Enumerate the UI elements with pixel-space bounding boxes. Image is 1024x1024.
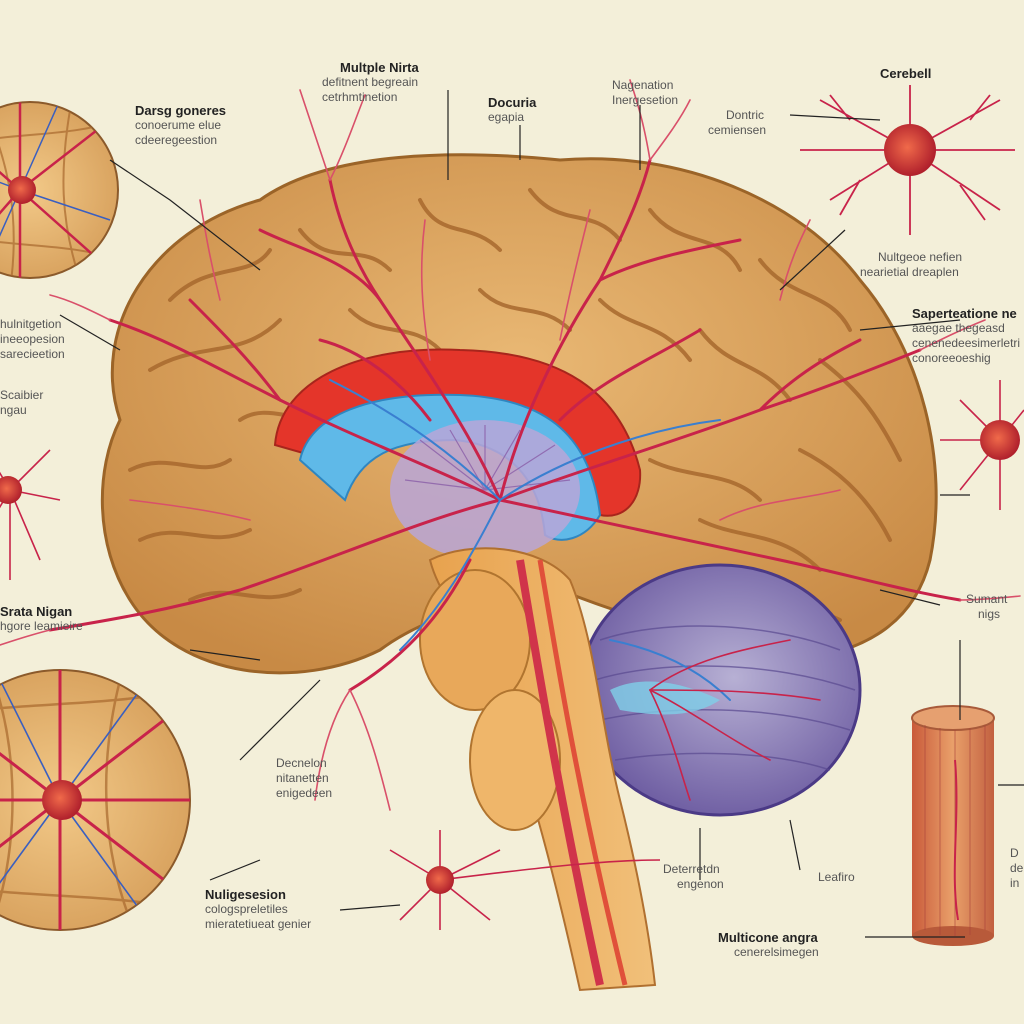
label-drug-generes: Darsg goneres conoerume elue cdeeregeest… [135,103,226,148]
label-multicone: Multicone angra cenerelsimegen [718,930,819,960]
neuron-icon [426,866,454,894]
label-sub: ineeopesion [0,332,65,346]
label-title: Dontric [726,108,765,122]
neuron-icon [980,420,1020,460]
neuron-icon [8,176,36,204]
label-multiple-nerve: Multple Nirta defitnent begreain cetrhmt… [322,60,419,105]
label-sub: D [1010,846,1019,860]
label-title: Saperteatione ne [912,306,1017,321]
neuron-left [0,449,61,580]
label-sub: defitnent begreain [322,75,419,89]
label-left-small: Scaibier ngau [0,388,43,418]
label-sub: cdeeregeestion [135,133,218,147]
label-sub: in [1010,876,1020,890]
label-sub: hgore leamieire [0,619,83,633]
label-title: Docuria [488,95,537,110]
label-sub: cenenedeesimerletri [912,336,1021,350]
magnified-cortex-top-left [0,101,119,279]
label-sub: conoerume elue [135,118,222,132]
label-sub: de [1010,861,1024,875]
label-superstitions: Saperteatione ne aaegae thegeasd cenened… [912,306,1020,366]
label-cerebellum: Cerebell [880,66,931,81]
label-sub: engenon [677,877,724,891]
label-depression: Decnelon nitanetten enigedeen [276,756,332,801]
label-sub: sarecieetion [0,347,65,361]
label-sub: nitanetten [276,771,329,785]
label-sub: Sumant [966,592,1008,606]
label-sub: egapia [488,110,525,124]
label-deterrent: Deterretdn engenon [663,862,724,892]
label-sub: cemiensen [708,123,767,137]
label-title: Srata Nigan [0,604,73,619]
label-sub: nigs [978,607,1001,621]
neuron-icon [884,124,936,176]
label-sub: conoreeoeshig [912,351,991,365]
label-substantia-right: Sumant nigs [966,592,1007,622]
label-sub: cologspreletiles [205,902,288,916]
label-sub: Deterretdn [663,862,720,876]
label-title: Nagenation [612,78,674,92]
label-title: Nuligesesion [205,887,286,902]
blood-vessels [0,79,1021,811]
label-substantia-nigra: Srata Nigan hgore leamieire [0,604,83,634]
label-sub: Leafiro [818,870,855,884]
label-sub: enigedeen [276,786,333,800]
label-dopamine: Docuria egapia [488,95,536,125]
neuron-icon [42,780,82,820]
label-dendritic: Dontric cemiensen [708,108,766,138]
label-lodine: Leafiro [818,870,855,885]
label-sub: ngau [0,403,27,417]
thalamus [390,420,580,560]
leader-lines [59,90,1024,938]
label-sub: mieratetiueat genier [205,917,312,931]
label-sub: Decnelon [276,756,327,770]
label-sub: Inergesetion [612,93,679,107]
label-sub: cenerelsimegen [734,945,819,959]
label-multiple-neuron: Nultgeoe nefien nearietial dreaplen [860,250,963,280]
label-sub: Scaibier [0,388,44,402]
neuron-icon [0,476,22,504]
label-title: Darsg goneres [135,103,227,118]
label-title: Cerebell [880,66,932,81]
label-left-mid: hulnitgetion ineeopesion sarecieetion [0,317,65,362]
label-sub: nearietial dreaplen [860,265,959,279]
magnified-cortex-bottom-left [0,669,191,931]
tissue-cylinder-icon [911,705,995,946]
label-title: Multicone angra [718,930,818,945]
label-sub: cetrhmtinetion [322,90,398,104]
label-title: Nultgeoe nefien [878,250,963,264]
label-sub: aaegae thegeasd [912,321,1005,335]
label-right-cut: D de in [1010,846,1023,891]
label-neogeneration: Nagenation Inergesetion [612,78,678,108]
brainstem [419,547,657,992]
label-multigesession: Nuligesesion cologspreletiles mieratetiu… [205,887,311,932]
label-sub: hulnitgetion [0,317,62,331]
label-title: Multple Nirta [340,60,419,75]
